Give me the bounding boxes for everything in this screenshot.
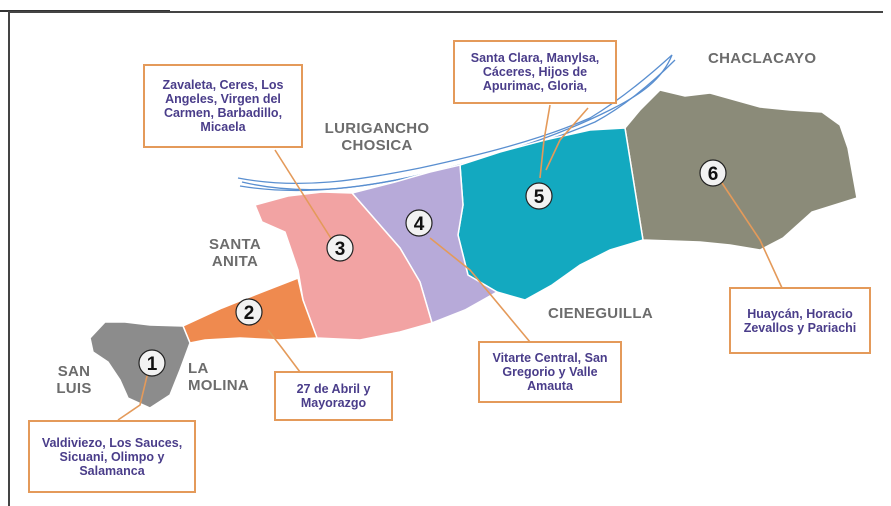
- district-4-zones: Vitarte Central, San Gregorio y Valle Am…: [492, 351, 608, 393]
- leader-line-5a: [539, 104, 551, 179]
- leader-line-6: [719, 179, 783, 289]
- district-3-label: Zavaleta, Ceres, Los Angeles, Virgen del…: [143, 64, 303, 148]
- place-la-molina: LA MOLINA: [188, 360, 249, 394]
- district-3-zones: Zavaleta, Ceres, Los Angeles, Virgen del…: [162, 78, 284, 134]
- leader-line-2: [267, 329, 301, 373]
- district-5-marker[interactable]: 5: [525, 182, 553, 210]
- district-5-label: Santa Clara, Manylsa, Cáceres, Hijos de …: [453, 40, 617, 104]
- leader-line-5b: [545, 107, 589, 171]
- district-4-label: Vitarte Central, San Gregorio y Valle Am…: [478, 341, 622, 403]
- district-5-number: 5: [534, 187, 545, 208]
- district-2-marker[interactable]: 2: [235, 298, 263, 326]
- district-2-label: 27 de Abril y Mayorazgo: [274, 371, 393, 421]
- district-2-number: 2: [244, 303, 255, 324]
- district-3-region[interactable]: [253, 191, 433, 341]
- district-3-marker[interactable]: 3: [326, 234, 354, 262]
- place-lurigancho-chosica: LURIGANCHO CHOSICA: [324, 120, 430, 154]
- district-6-number: 6: [708, 164, 719, 185]
- place-cieneguilla: CIENEGUILLA: [548, 305, 653, 322]
- district-2-zones: 27 de Abril y Mayorazgo: [296, 382, 371, 410]
- district-1-label: Valdiviezo, Los Sauces, Sicuani, Olimpo …: [28, 420, 196, 493]
- frame-border-left: [8, 11, 10, 506]
- district-1-zones: Valdiviezo, Los Sauces, Sicuani, Olimpo …: [41, 435, 183, 478]
- district-5-region[interactable]: [457, 127, 644, 301]
- district-3-number: 3: [335, 239, 346, 260]
- leader-line-4: [429, 237, 531, 343]
- district-1-marker[interactable]: 1: [138, 349, 166, 377]
- district-6-label: Huaycán, Horacio Zevallos y Pariachi: [729, 287, 871, 354]
- leader-line-3: [274, 149, 333, 241]
- district-1-number: 1: [147, 354, 158, 375]
- district-6-zones: Huaycán, Horacio Zevallos y Pariachi: [743, 306, 857, 335]
- district-6-marker[interactable]: 6: [699, 159, 727, 187]
- frame-border-top: [8, 11, 883, 13]
- district-5-zones: Santa Clara, Manylsa, Cáceres, Hijos de …: [470, 51, 600, 93]
- place-san-luis: SAN LUIS: [56, 363, 92, 397]
- place-santa-anita: SANTA ANITA: [208, 236, 262, 270]
- place-chaclacayo: CHACLACAYO: [708, 50, 817, 67]
- leader-line-1: [117, 371, 149, 421]
- district-4-marker[interactable]: 4: [405, 209, 433, 237]
- district-6-region[interactable]: [624, 89, 858, 251]
- district-4-number: 4: [414, 214, 425, 235]
